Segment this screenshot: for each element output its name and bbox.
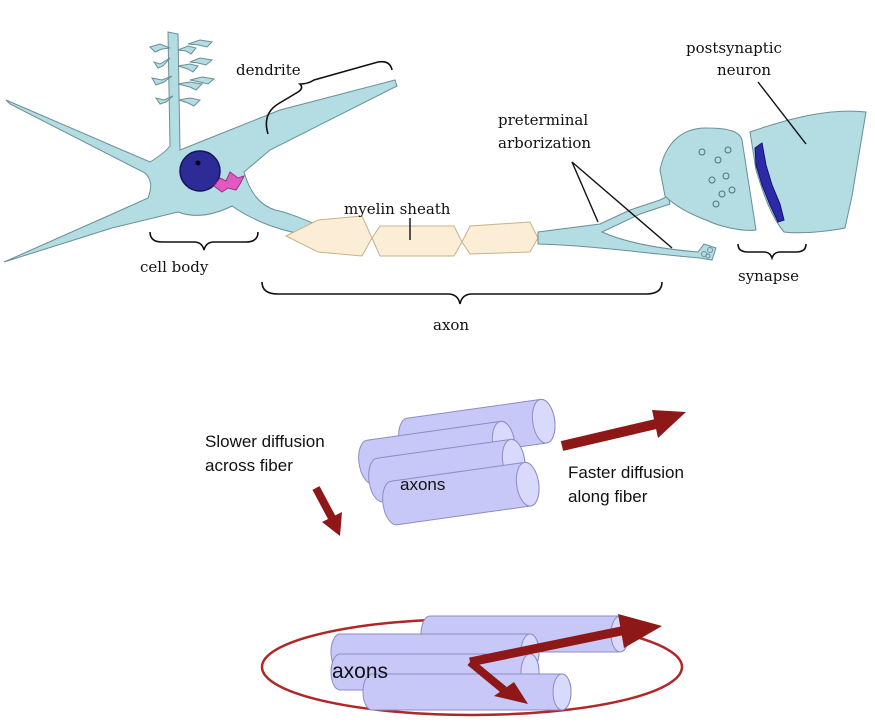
tensor-principal-arrow: [469, 614, 662, 667]
preterminal-label-line1: preterminal: [498, 111, 588, 129]
faster-diffusion-line2: along fiber: [568, 487, 648, 506]
dendrite-bracket: [265, 60, 393, 135]
golgi-organelle: [213, 171, 245, 193]
diffusion-illustration: Slower diffusion across fiber Faster dif…: [205, 397, 686, 536]
presynaptic-terminal: [659, 127, 757, 231]
postsynaptic-label-line2: neuron: [717, 61, 771, 79]
axon-bracket: [261, 281, 663, 305]
slower-diffusion-line2: across fiber: [205, 456, 293, 475]
faster-diffusion-line1: Faster diffusion: [568, 463, 684, 482]
preterminal-label-line2: arborization: [498, 134, 591, 152]
axon-bundle: [355, 397, 559, 527]
faster-diffusion-arrow: [560, 410, 686, 451]
axon-terminal-branches: [537, 195, 717, 261]
synapse-bracket: [737, 243, 807, 261]
tensor-secondary-arrow: [467, 658, 528, 704]
postsynaptic-label-line1: postsynaptic: [686, 39, 782, 57]
myelin-sheath: [284, 215, 539, 257]
nucleus: [179, 150, 221, 192]
tensor-illustration: axons: [260, 614, 684, 717]
axons-bundle-label: axons: [400, 475, 445, 494]
neuron-diagram: dendrite cell body myelin sheath axon pr…: [3, 31, 867, 334]
myelin-sheath-label: myelin sheath: [344, 200, 451, 218]
cell-body-shape: [3, 31, 398, 263]
axons-ellipse-label: axons: [332, 660, 388, 683]
dendritic-spines: [149, 39, 216, 107]
nucleolus: [195, 160, 201, 166]
slower-diffusion-arrow: [312, 486, 342, 536]
cell-body-label: cell body: [140, 258, 209, 276]
postsynaptic-leader-line: [757, 81, 807, 145]
synaptic-vesicles: [698, 146, 736, 208]
slower-diffusion-line1: Slower diffusion: [205, 432, 325, 451]
preterminal-leader-line-1: [571, 161, 599, 223]
preterminal-leader-line-2: [571, 161, 673, 249]
postsynaptic-density: [754, 142, 785, 223]
dendrite-label: dendrite: [236, 61, 301, 79]
synapse-label: synapse: [738, 267, 799, 285]
cell-body-bracket: [149, 231, 259, 251]
axon-label: axon: [433, 316, 469, 334]
